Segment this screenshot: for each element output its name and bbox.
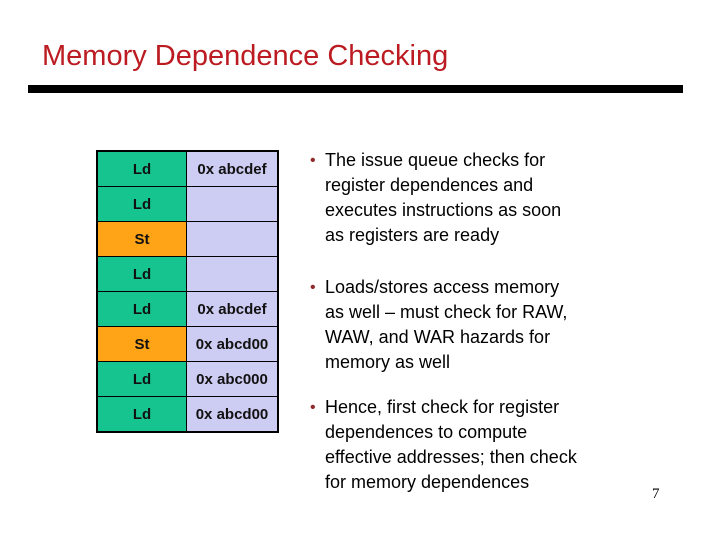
op-cell: Ld [98,152,187,187]
addr-cell [187,257,277,292]
bullet-item: • The issue queue checks for register de… [310,148,710,248]
addr-cell: 0x abc000 [187,362,277,397]
bullet-item: • Hence, first check for register depend… [310,395,710,495]
op-cell: Ld [98,397,187,431]
page-title: Memory Dependence Checking [42,40,449,72]
addr-cell: 0x abcd00 [187,397,277,431]
op-cell: Ld [98,257,187,292]
op-cell: St [98,327,187,362]
bullet-text: Loads/stores access memory as well – mus… [325,277,568,372]
op-cell: Ld [98,362,187,397]
addr-cell: 0x abcdef [187,292,277,327]
addr-cell [187,222,277,257]
op-cell: St [98,222,187,257]
op-cell: Ld [98,187,187,222]
title-underline [28,85,683,93]
bullet-icon: • [310,152,316,169]
addr-cell [187,187,277,222]
bullet-text: Hence, first check for register dependen… [325,397,577,492]
bullet-icon: • [310,399,316,416]
page-number: 7 [652,486,660,502]
addr-cell: 0x abcd00 [187,327,277,362]
bullet-item: • Loads/stores access memory as well – m… [310,275,710,375]
op-cell: Ld [98,292,187,327]
bullet-icon: • [310,279,316,296]
addr-cell: 0x abcdef [187,152,277,187]
bullet-text: The issue queue checks for register depe… [325,150,562,245]
